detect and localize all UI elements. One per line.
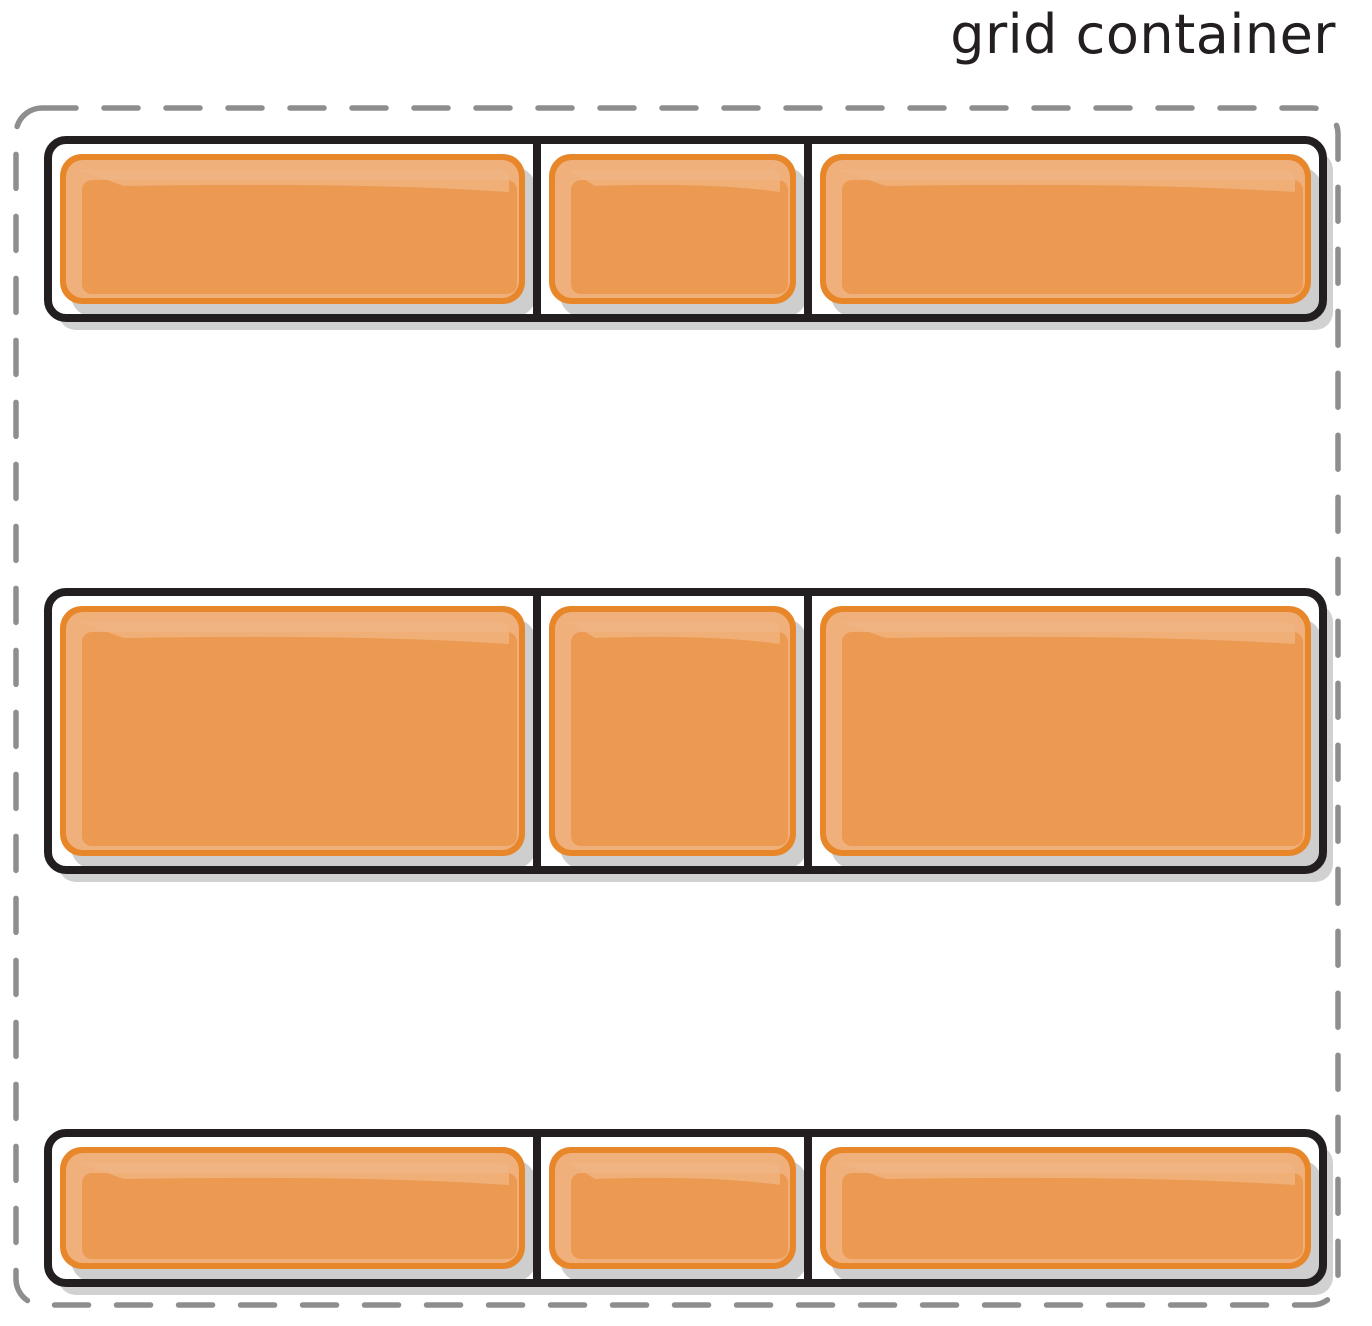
grid-item-4-gloss <box>80 622 509 644</box>
grid-item-4[interactable] <box>60 606 536 869</box>
grid-item-7-gloss <box>80 1163 509 1185</box>
grid-item-1-gloss <box>80 170 509 192</box>
grid-item-9[interactable] <box>820 1147 1322 1282</box>
grid-item-1[interactable] <box>60 154 536 317</box>
grid-item-1-fill <box>82 180 517 294</box>
grid-item-8-fill <box>571 1173 788 1259</box>
grid-item-5[interactable] <box>549 606 807 869</box>
grid-item-3-fill <box>842 180 1303 294</box>
grid-item-2[interactable] <box>549 154 807 317</box>
grid-row-3-outline <box>44 1129 1327 1287</box>
grid-item-6[interactable] <box>820 606 1322 869</box>
grid-item-7-fill <box>82 1173 517 1259</box>
grid-item-3-gloss <box>840 170 1295 192</box>
grid-row-3[interactable] <box>44 1129 1333 1295</box>
grid-item-4-fill <box>82 632 517 846</box>
grid-rows-layer <box>44 136 1333 1295</box>
grid-item-2-fill <box>571 180 788 294</box>
grid-item-6-gloss <box>840 622 1295 644</box>
grid-row-1-outline <box>44 136 1327 322</box>
grid-item-5-fill <box>571 632 788 846</box>
grid-row-1[interactable] <box>44 136 1333 330</box>
grid-item-3[interactable] <box>820 154 1322 317</box>
page-title: grid container <box>950 3 1336 66</box>
grid-item-5-gloss <box>569 622 780 644</box>
grid-item-8[interactable] <box>549 1147 807 1282</box>
grid-item-8-gloss <box>569 1163 780 1185</box>
grid-container-outline <box>13 105 1341 1308</box>
grid-item-2-gloss <box>569 170 780 192</box>
grid-item-9-fill <box>842 1173 1303 1259</box>
grid-item-9-gloss <box>840 1163 1295 1185</box>
grid-item-6-fill <box>842 632 1303 846</box>
grid-row-2[interactable] <box>44 588 1333 882</box>
grid-item-7[interactable] <box>60 1147 536 1282</box>
grid-row-2-outline <box>44 588 1327 874</box>
